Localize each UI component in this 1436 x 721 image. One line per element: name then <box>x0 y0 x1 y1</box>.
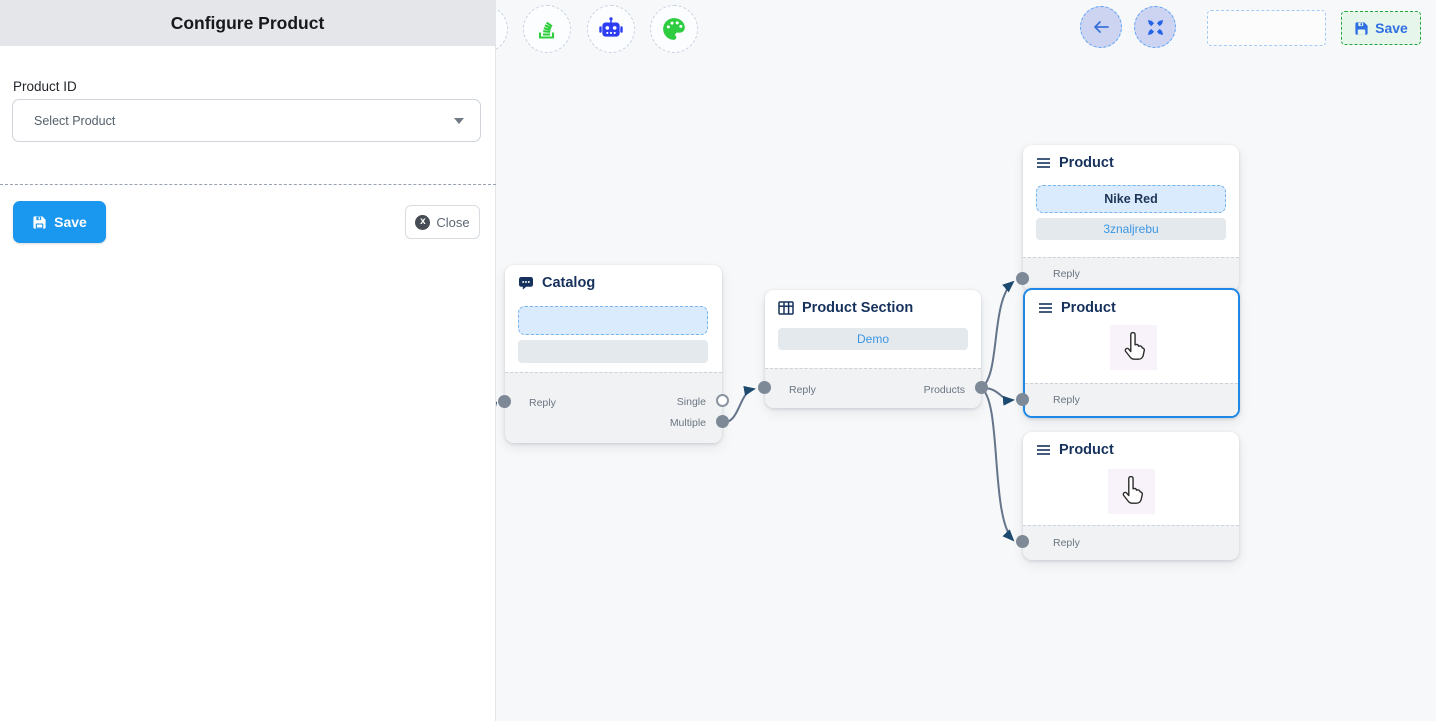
toolbar-theme-button[interactable] <box>650 5 698 53</box>
node-product-top[interactable]: Product Nike Red 3znaljrebu Reply <box>1016 145 1239 291</box>
node-product-middle-header: Product <box>1038 300 1116 316</box>
handle-catalog-single[interactable] <box>716 394 729 407</box>
port-label-reply: Reply <box>1053 268 1080 280</box>
node-title: Product Section <box>802 300 914 316</box>
table-grid-icon <box>778 301 794 315</box>
handle-section-reply[interactable] <box>758 381 771 394</box>
port-label-reply: Reply <box>1053 394 1080 406</box>
node-title: Product <box>1059 442 1114 458</box>
panel-header: Configure Product <box>0 0 495 46</box>
flow-canvas[interactable]: Save Catalog Re <box>496 0 1436 721</box>
node-product-top-footer: Reply <box>1023 257 1239 291</box>
port-label-reply: Reply <box>1053 537 1080 549</box>
node-product-section-header: Product Section <box>778 300 913 316</box>
handle-catalog-multiple[interactable] <box>716 415 729 428</box>
handle-product-top-reply[interactable] <box>1016 272 1029 285</box>
save-button[interactable]: Save <box>13 201 106 243</box>
menu-icon <box>1037 445 1050 455</box>
robot-icon <box>599 17 623 37</box>
product-secondary-chip[interactable]: 3znaljrebu <box>1036 218 1226 240</box>
node-title: Product <box>1059 155 1114 171</box>
stack-icon <box>538 21 555 39</box>
node-catalog-header: Catalog <box>518 275 595 291</box>
product-primary-label: Nike Red <box>1104 192 1158 206</box>
close-button[interactable]: x Close <box>405 205 480 239</box>
hand-cursor-icon <box>1122 476 1143 504</box>
arrow-left-icon <box>1094 21 1109 33</box>
node-product-middle-footer: Reply <box>1025 383 1238 416</box>
product-primary-chip[interactable]: Nike Red <box>1036 185 1226 213</box>
handle-product-bottom-reply[interactable] <box>1016 535 1029 548</box>
toolbar-stack-button[interactable] <box>523 5 571 53</box>
divider <box>0 184 496 185</box>
node-product-bottom-header: Product <box>1036 442 1114 458</box>
fit-view-button[interactable] <box>1134 6 1176 48</box>
chat-bubble-icon <box>519 276 533 290</box>
section-item-label: Demo <box>856 332 889 346</box>
node-product-top-header: Product <box>1036 155 1114 171</box>
section-item-chip[interactable]: Demo <box>778 328 968 350</box>
node-product-bottom-footer: Reply <box>1023 525 1239 560</box>
node-product-section-footer: Reply Products <box>765 368 981 408</box>
toolbar-bot-button[interactable] <box>587 5 635 53</box>
node-product-middle[interactable]: Product Reply <box>1016 288 1240 418</box>
palette-icon <box>663 18 685 40</box>
node-product-bottom[interactable]: Product Reply <box>1016 432 1239 560</box>
menu-icon <box>1037 158 1050 168</box>
select-placeholder: Select Product <box>34 113 116 128</box>
hand-cursor-icon <box>1124 332 1145 360</box>
node-product-section[interactable]: Product Section Demo Reply Products <box>758 290 988 408</box>
page-title: Configure Product <box>170 12 325 33</box>
product-id-select[interactable]: Select Product <box>12 99 481 142</box>
node-title: Catalog <box>542 275 596 291</box>
close-button-label: Close <box>436 214 470 230</box>
port-label-multiple: Multiple <box>669 417 706 429</box>
port-label-reply: Reply <box>529 397 556 409</box>
catalog-gray-field[interactable] <box>518 340 708 363</box>
back-button[interactable] <box>1080 6 1122 48</box>
compress-icon <box>1147 19 1163 35</box>
toolbar-hidden-button[interactable] <box>496 5 508 53</box>
save-button-label: Save <box>54 214 87 230</box>
flow-save-label: Save <box>1375 20 1408 36</box>
product-secondary-label: 3znaljrebu <box>1103 222 1159 236</box>
port-label-products: Products <box>923 384 965 396</box>
product-id-label: Product ID <box>13 79 77 94</box>
close-icon: x <box>415 214 431 230</box>
edge-section-to-product-bottom <box>980 387 1015 542</box>
node-catalog-footer: Reply Single Multiple <box>505 372 722 443</box>
empty-drop-slot[interactable] <box>1207 10 1326 46</box>
port-label-single: Single <box>676 396 706 408</box>
node-catalog[interactable]: Catalog Reply Single Multiple <box>498 265 729 443</box>
edge-section-to-product-top <box>980 280 1015 389</box>
flow-save-button[interactable]: Save <box>1341 11 1421 45</box>
handle-product-middle-reply[interactable] <box>1016 393 1029 406</box>
chevron-down-icon <box>454 117 464 124</box>
handle-section-products[interactable] <box>975 381 988 394</box>
floppy-save-icon <box>1355 21 1368 35</box>
node-title: Product <box>1061 300 1116 316</box>
port-label-reply: Reply <box>789 384 816 396</box>
floppy-save-icon <box>33 215 46 229</box>
configure-product-panel: Configure Product Product ID Select Prod… <box>0 0 496 721</box>
handle-catalog-reply[interactable] <box>498 395 511 408</box>
menu-icon <box>1039 303 1052 313</box>
catalog-dashed-field[interactable] <box>518 306 708 335</box>
